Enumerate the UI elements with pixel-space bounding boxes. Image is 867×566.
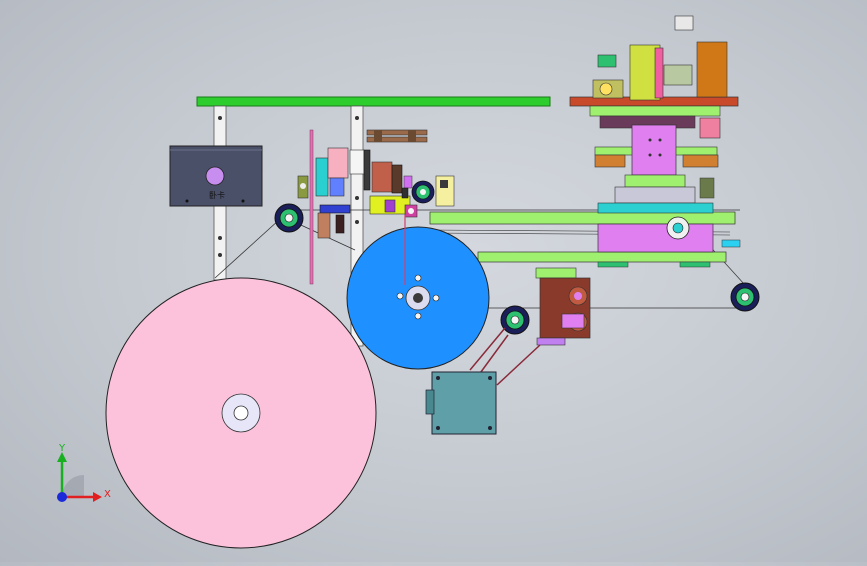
control-box-label: 卧卡 bbox=[209, 190, 225, 200]
pink-guide-rod[interactable] bbox=[309, 129, 314, 285]
pinch-roller-bracket[interactable] bbox=[535, 267, 591, 346]
blue-reel[interactable] bbox=[346, 215, 490, 370]
control-box[interactable]: 卧卡 bbox=[169, 145, 263, 207]
cutting-head-assembly[interactable] bbox=[297, 147, 418, 239]
conveyor-belt[interactable] bbox=[429, 211, 736, 268]
top-green-beam[interactable] bbox=[196, 96, 551, 107]
center-small-roller[interactable] bbox=[411, 180, 435, 204]
y-axis-label: Y bbox=[58, 443, 66, 454]
stepper-motor[interactable] bbox=[425, 371, 497, 435]
right-idler-roller[interactable] bbox=[730, 282, 760, 312]
x-axis-label: X bbox=[104, 489, 111, 500]
left-idler-roller[interactable] bbox=[274, 203, 304, 233]
middle-idler-roller[interactable] bbox=[500, 305, 530, 335]
pink-reel[interactable] bbox=[105, 277, 377, 549]
feeder-tower[interactable] bbox=[569, 15, 741, 253]
coordinate-triad: Y X bbox=[57, 443, 111, 502]
air-cylinder-pair[interactable] bbox=[366, 129, 428, 143]
tensioner-wheel[interactable] bbox=[666, 216, 690, 240]
